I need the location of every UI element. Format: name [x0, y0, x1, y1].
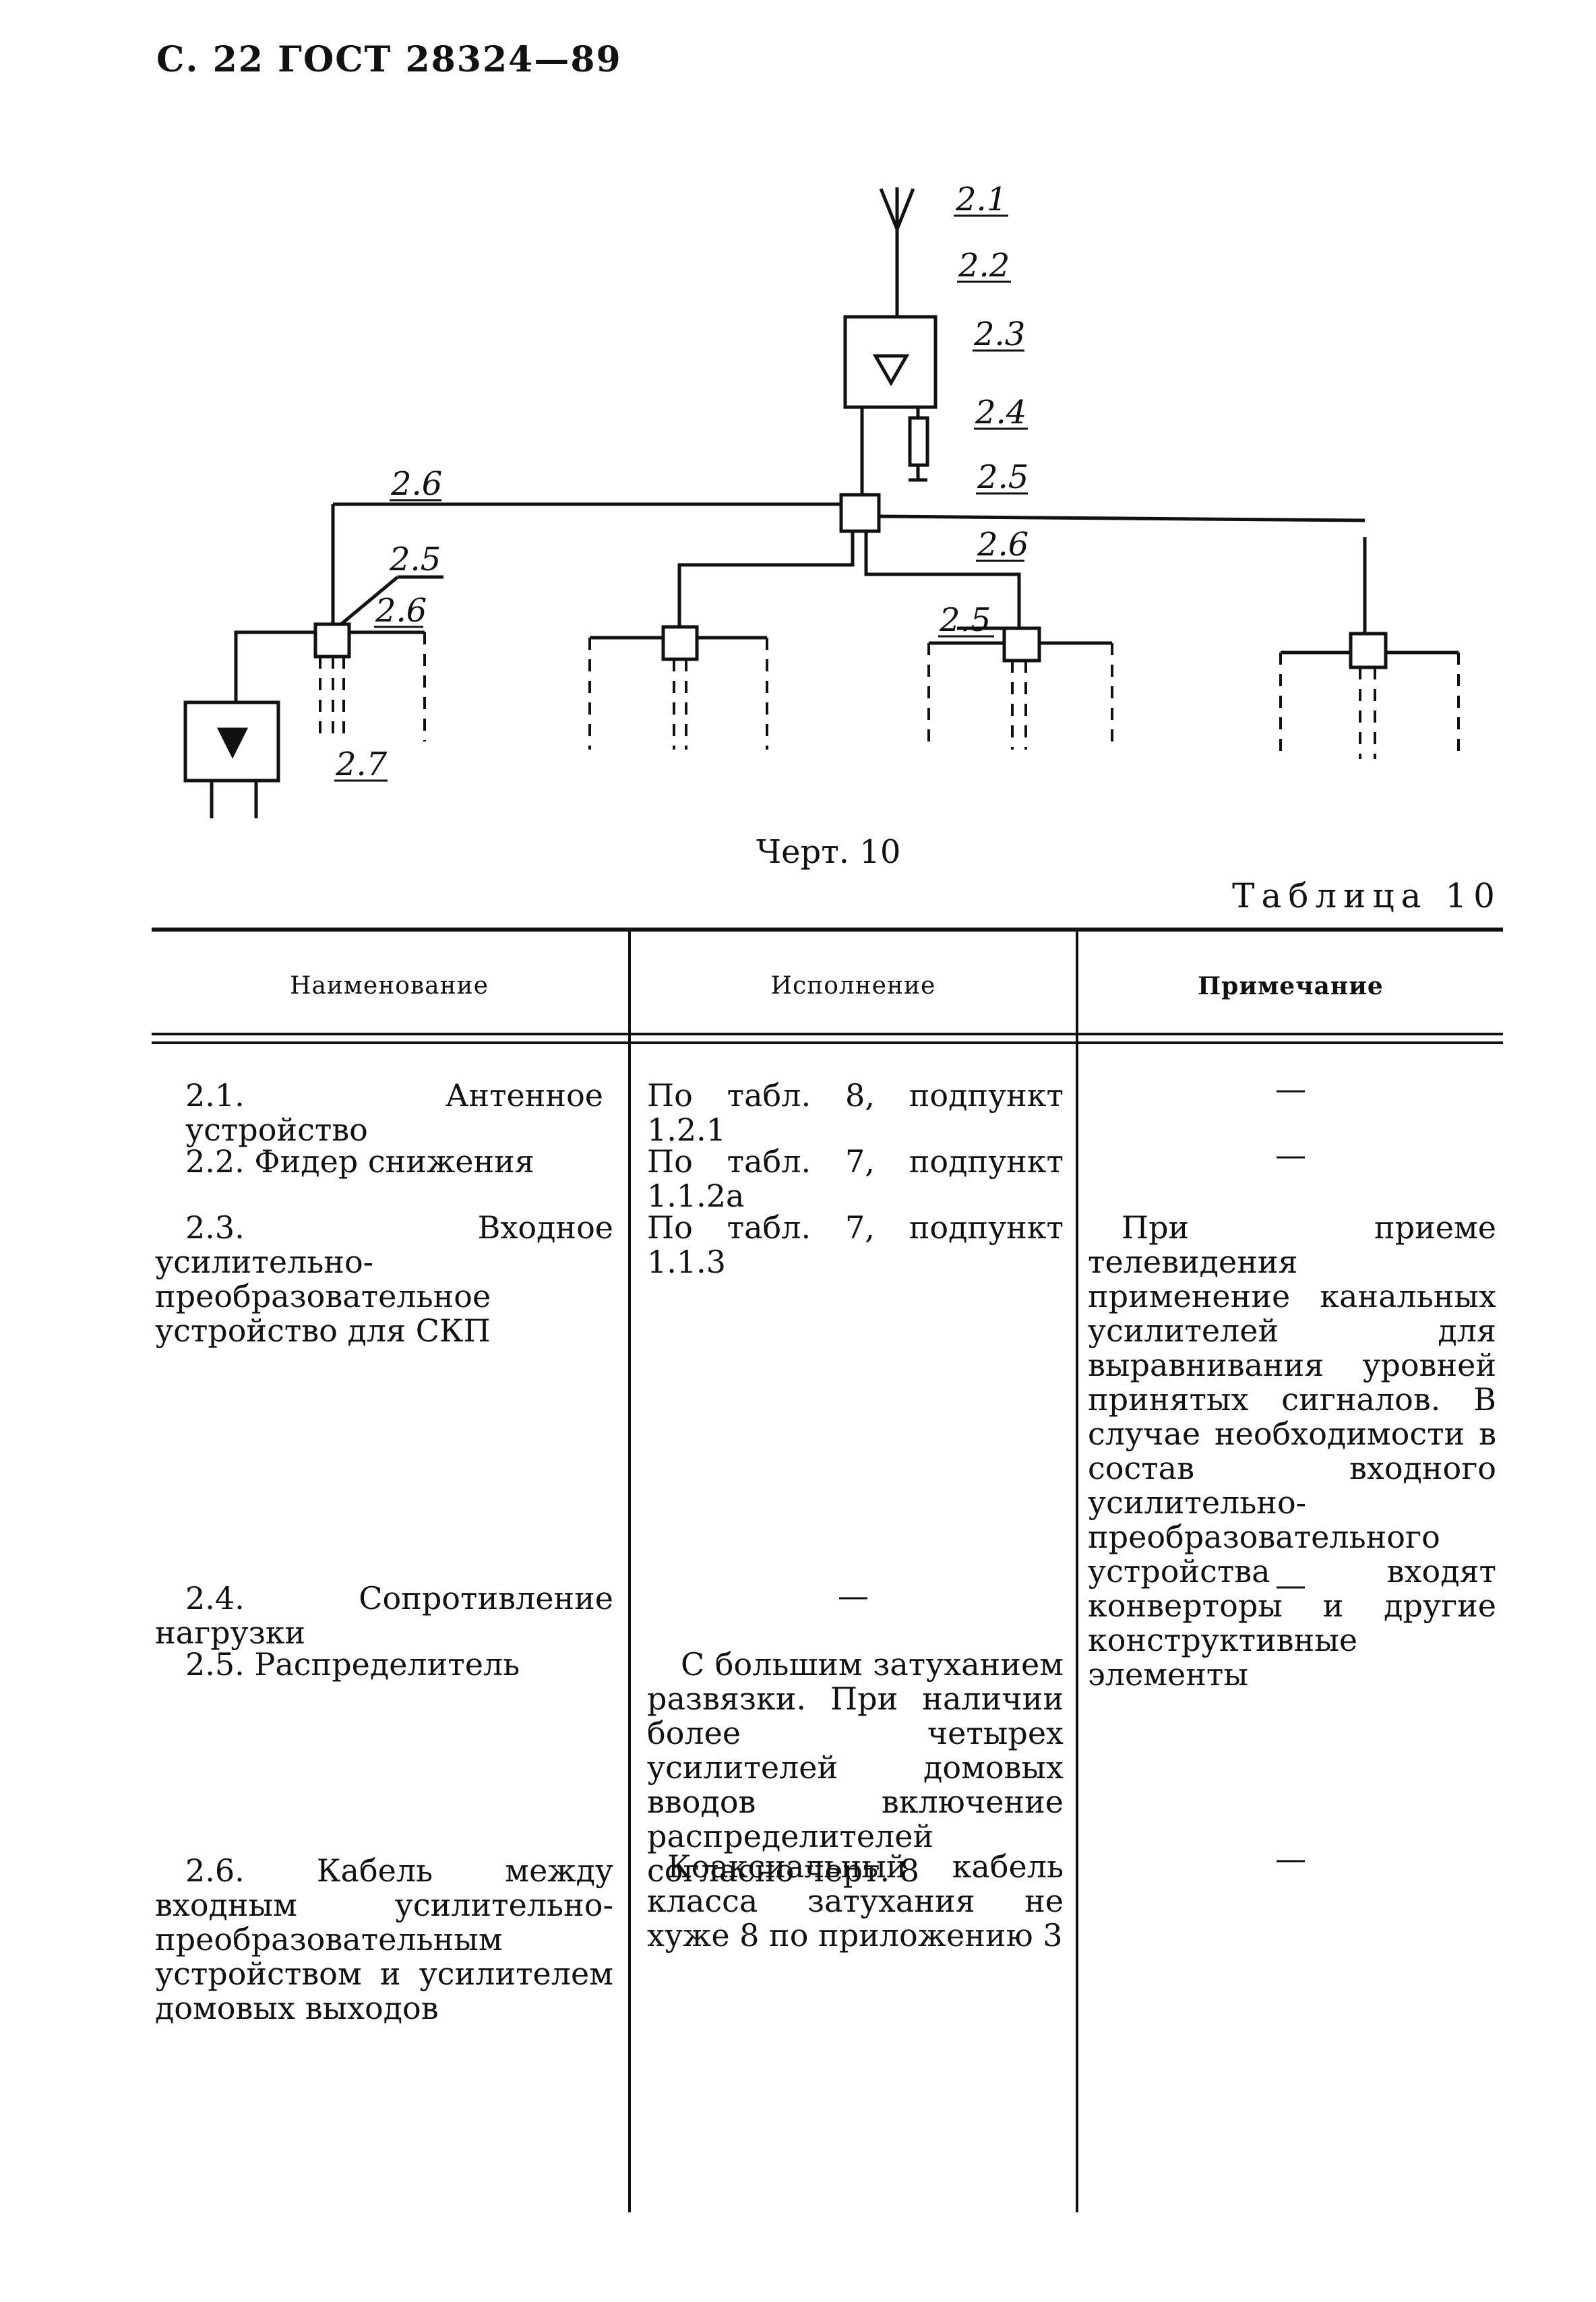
table-row-exec: По табл. 7, подпункт 1.1.2а	[647, 1143, 1064, 1214]
label-splitter-right: 2.5	[939, 601, 991, 639]
middle-splitter	[661, 625, 699, 661]
column-header-note: Примечание	[1198, 972, 1384, 1000]
label-load: 2.4	[975, 394, 1026, 431]
far-right-splitter	[1349, 632, 1388, 669]
drawing-caption: Черт. 10	[756, 833, 901, 871]
column-header-execution: Исполнение	[770, 972, 936, 1000]
table-row-note: —	[1275, 1840, 1306, 1877]
table-row-note: При приеме телевидения применение каналь…	[1088, 1209, 1496, 1693]
amplifier-triangle	[872, 354, 910, 387]
table-row-name: 2.3. Входное усилительно-преобразователь…	[155, 1209, 613, 1349]
label-splitter-main: 2.5	[977, 458, 1029, 496]
page-header: С. 22 ГОСТ 28324—89	[156, 39, 622, 80]
table-number: Таблица 10	[1232, 876, 1502, 915]
label-cable-left: 2.6	[390, 465, 442, 503]
table-row-exec: С большим затуханием развязки. При налич…	[647, 1646, 1064, 1889]
label-cable-right: 2.6	[977, 526, 1029, 564]
table-row-exec: Коаксиальный кабель класса затухания не …	[647, 1848, 1064, 1953]
table-row-name: 2.4. Сопротивление нагрузки	[155, 1580, 613, 1651]
antenna-symbol	[879, 187, 915, 317]
label-splitter-left: 2.5	[389, 541, 441, 578]
table-row-note: —	[1275, 1567, 1306, 1603]
table-header-rule-2	[152, 1041, 1503, 1044]
table-column-divider	[1076, 932, 1078, 2212]
table-row-name: 2.1. Антенное устройство	[185, 1077, 603, 1148]
label-antenna: 2.1	[955, 181, 1007, 218]
house-amplifier-triangle	[216, 727, 249, 759]
right-splitter	[1002, 626, 1041, 663]
table-row-note: —	[1275, 1137, 1306, 1173]
network-scheme-diagram: 2.1 2.2 2.3 2.4 2.5 2.6 2.5 2.6 2.6 2.5 …	[183, 181, 1460, 818]
table-row-name: 2.5. Распределитель	[185, 1646, 520, 1683]
table-row-note: —	[1275, 1070, 1306, 1107]
main-splitter	[839, 493, 881, 533]
table-row-exec: По табл. 7, подпункт 1.1.3	[647, 1209, 1064, 1280]
table-row-exec: —	[838, 1577, 869, 1614]
table-top-rule	[152, 928, 1503, 932]
left-splitter	[313, 622, 351, 659]
table-row-name: 2.2. Фидер снижения	[185, 1143, 534, 1180]
column-header-name: Наименование	[290, 972, 489, 1000]
label-feeder: 2.2	[958, 247, 1010, 284]
load-resistor	[908, 416, 929, 467]
label-cable-short: 2.6	[375, 592, 427, 630]
table-row-exec: По табл. 8, подпункт 1.2.1	[647, 1077, 1064, 1148]
label-house-amp: 2.7	[335, 746, 388, 783]
table-row-name: 2.6. Кабель между входным усилительно-пр…	[155, 1852, 613, 2026]
table-header-rule	[152, 1033, 1503, 1035]
label-input-device: 2.3	[973, 315, 1025, 353]
house-amplifier-box	[183, 700, 280, 783]
input-amplifier-box	[843, 315, 938, 409]
table-column-divider	[628, 932, 631, 2212]
